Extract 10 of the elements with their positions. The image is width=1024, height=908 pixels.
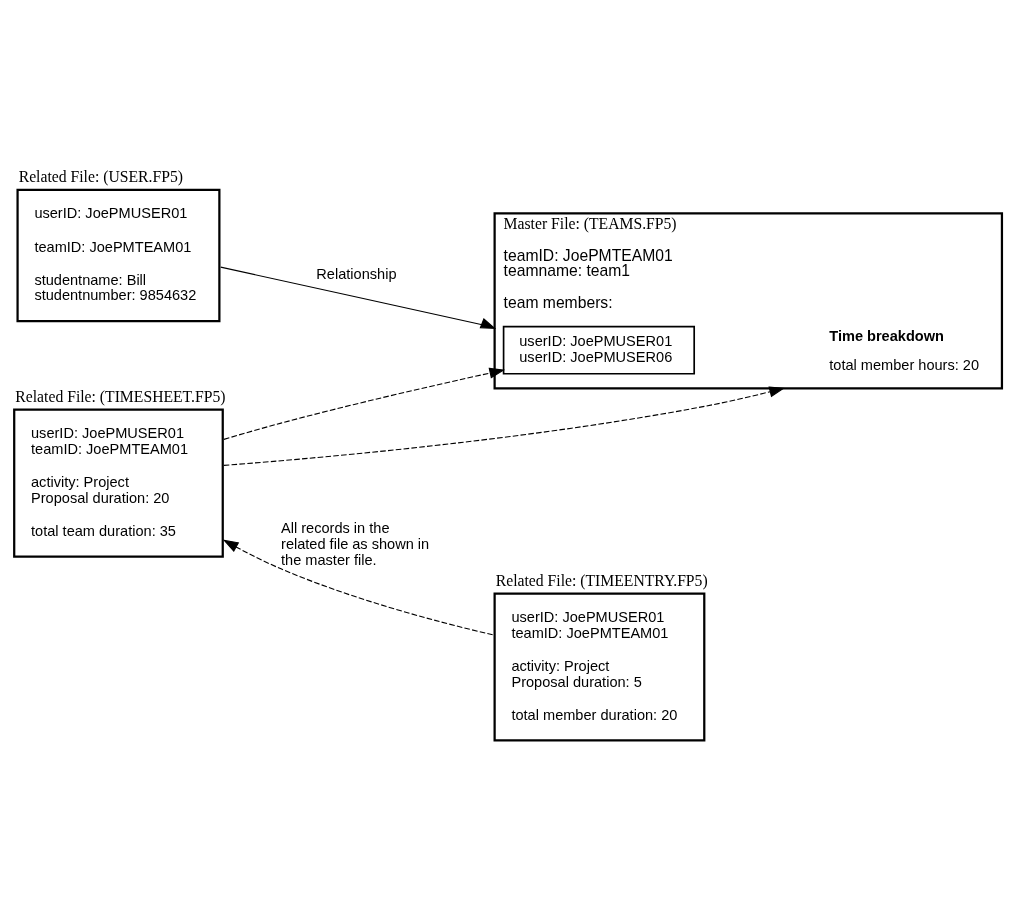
arrow xyxy=(223,386,785,466)
arrow xyxy=(222,539,494,635)
node-label: Related File: (USER.FP5) xyxy=(18,167,183,185)
node-label: Related File: (TIMEENTRY.FP5) xyxy=(495,571,708,589)
edge-label: All records in the related file as shown in the master file. xyxy=(281,519,430,568)
node-label: Related File: (TIMESHEET.FP5) xyxy=(15,387,226,405)
arrow xyxy=(223,367,506,440)
node-box: userID: JoePMUSER01 userID: JoePMUSER06 xyxy=(502,325,696,375)
arrow xyxy=(220,266,497,329)
edge-label: Relationship xyxy=(316,265,397,282)
